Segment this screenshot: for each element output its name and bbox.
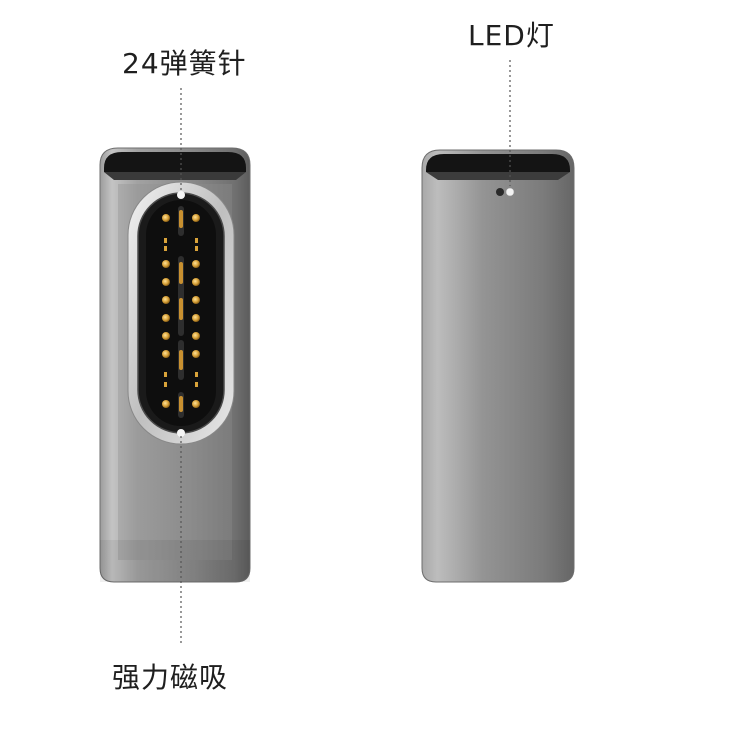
- magnet-callout-label: 强力磁吸: [112, 661, 229, 694]
- led-indicator-dark: [496, 188, 504, 196]
- right-connector: [421, 149, 575, 583]
- led-indicator-light: [505, 187, 515, 197]
- ring-bottom-dot: [177, 429, 185, 437]
- ring-top-dot: [177, 191, 185, 199]
- pins-callout-label: 24弹簧针: [122, 47, 247, 80]
- spring-pins: [162, 210, 200, 412]
- left-connector: [99, 147, 251, 583]
- led-callout-label: LED灯: [468, 19, 555, 52]
